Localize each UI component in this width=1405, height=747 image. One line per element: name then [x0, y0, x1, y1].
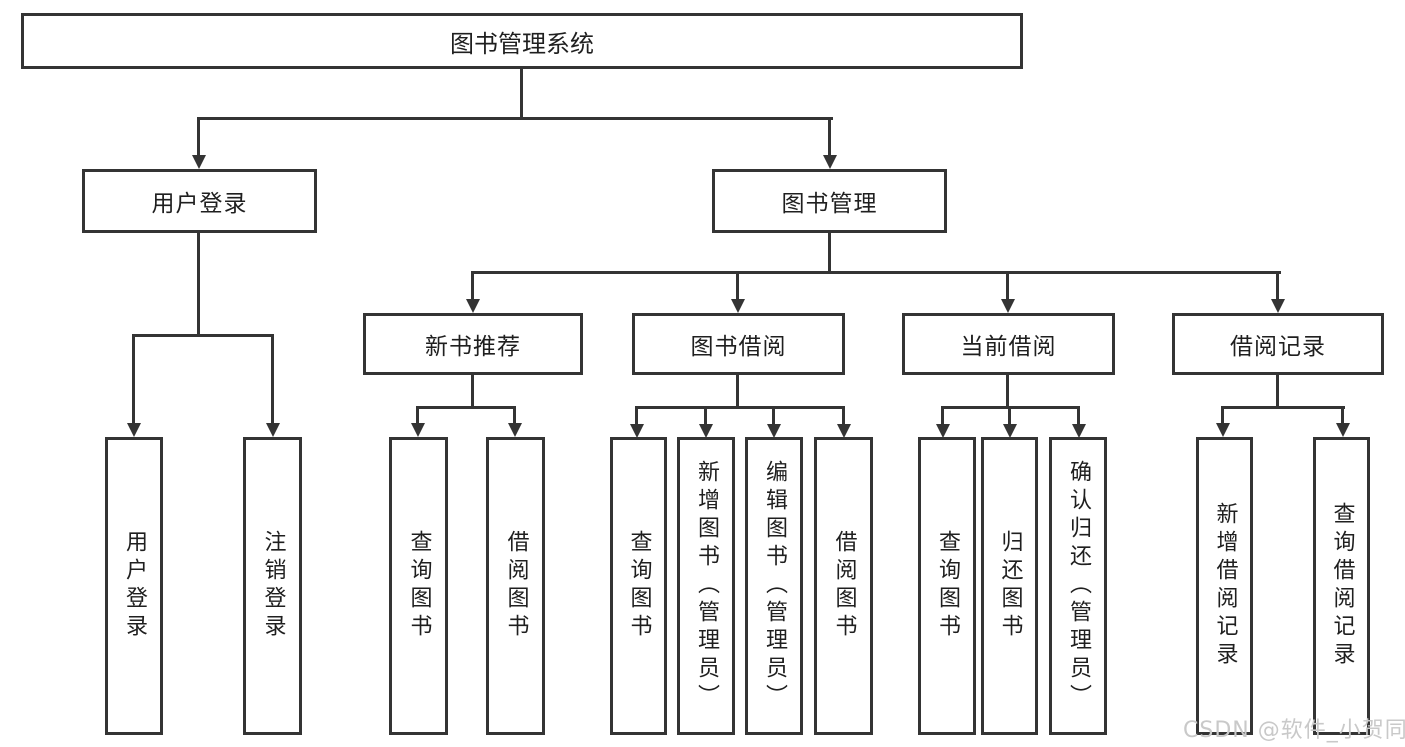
connector-line [772, 406, 775, 424]
leaf-label: 查询图书 [935, 530, 960, 642]
leaf-query-books-borrow: 查询图书 [610, 437, 667, 735]
connector-line [635, 406, 638, 424]
connector-line [842, 406, 845, 424]
leaf-query-borrow-record: 查询借阅记录 [1313, 437, 1370, 735]
connector-line [941, 406, 944, 424]
leaf-label: 新增图书（管理员） [694, 460, 719, 712]
leaf-label: 注销登录 [260, 530, 286, 642]
connector-line [1221, 406, 1345, 409]
connector-line [132, 334, 274, 337]
leaf-label: 编辑图书（管理员） [762, 460, 787, 712]
leaf-query-books-current: 查询图书 [918, 437, 976, 735]
node-label: 图书管理系统 [450, 29, 594, 58]
arrow-down-icon [1001, 299, 1015, 313]
arrow-down-icon [1336, 423, 1350, 437]
leaf-label: 新增借阅记录 [1212, 502, 1238, 670]
leaf-logout: 注销登录 [243, 437, 302, 735]
connector-line [132, 334, 135, 424]
node-new-book-recommend: 新书推荐 [363, 313, 583, 375]
arrow-down-icon [630, 424, 644, 438]
connector-line [471, 271, 474, 300]
arrow-down-icon [837, 424, 851, 438]
arrow-down-icon [699, 424, 713, 438]
connector-line [416, 406, 516, 409]
node-label: 图书借阅 [690, 334, 787, 360]
leaf-label: 借阅图书 [503, 530, 529, 642]
connector-line [635, 406, 845, 409]
arrow-down-icon [1003, 424, 1017, 438]
leaf-add-borrow-record: 新增借阅记录 [1196, 437, 1253, 735]
arrow-down-icon [1072, 424, 1086, 438]
leaf-label: 查询图书 [406, 530, 432, 642]
connector-line [828, 233, 831, 274]
node-label: 借阅记录 [1230, 334, 1326, 360]
connector-line [1008, 406, 1011, 424]
connector-line [197, 117, 833, 120]
arrow-down-icon [1271, 299, 1285, 313]
connector-line [471, 271, 1281, 274]
connector-line [736, 375, 739, 409]
leaf-borrow-books: 借阅图书 [814, 437, 873, 735]
connector-line [1276, 375, 1279, 409]
leaf-query-books-recommend: 查询图书 [389, 437, 448, 735]
connector-line [471, 375, 474, 409]
connector-line [1006, 375, 1009, 409]
node-current-borrow: 当前借阅 [902, 313, 1115, 375]
arrow-down-icon [767, 424, 781, 438]
connector-line [828, 117, 831, 157]
connector-line [1077, 406, 1080, 424]
leaf-confirm-return-admin: 确认归还（管理员） [1049, 437, 1107, 735]
node-label: 用户登录 [151, 191, 248, 217]
arrow-down-icon [192, 155, 206, 169]
leaf-label: 确认归还（管理员） [1066, 460, 1091, 712]
node-library-system: 图书管理系统 [21, 13, 1023, 69]
leaf-label: 借阅图书 [831, 530, 857, 642]
arrow-down-icon [411, 423, 425, 437]
node-label: 新书推荐 [425, 334, 521, 360]
connector-line [1276, 271, 1279, 300]
node-book-management: 图书管理 [712, 169, 947, 233]
leaf-borrow-books-recommend: 借阅图书 [486, 437, 545, 735]
node-label: 图书管理 [781, 191, 878, 217]
leaf-edit-books-admin: 编辑图书（管理员） [745, 437, 803, 735]
arrow-down-icon [823, 155, 837, 169]
connector-line [1341, 406, 1344, 424]
arrow-down-icon [466, 299, 480, 313]
node-book-borrow: 图书借阅 [632, 313, 845, 375]
leaf-return-books: 归还图书 [981, 437, 1038, 735]
connector-line [704, 406, 707, 424]
leaf-add-books-admin: 新增图书（管理员） [677, 437, 735, 735]
node-label: 当前借阅 [960, 334, 1057, 360]
arrow-down-icon [508, 423, 522, 437]
connector-line [513, 406, 516, 424]
connector-line [416, 406, 419, 424]
leaf-label: 归还图书 [997, 530, 1023, 642]
connector-line [197, 117, 200, 157]
arrow-down-icon [1216, 423, 1230, 437]
node-user-login: 用户登录 [82, 169, 317, 233]
arrow-down-icon [731, 299, 745, 313]
arrow-down-icon [936, 424, 950, 438]
arrow-down-icon [266, 423, 280, 437]
leaf-user-login: 用户登录 [105, 437, 163, 735]
arrow-down-icon [127, 423, 141, 437]
connector-line [1221, 406, 1224, 424]
connector-line [1006, 271, 1009, 300]
csdn-watermark: CSDN @软件_小贺同学 [1183, 718, 1405, 743]
connector-line [271, 334, 274, 424]
connector-line [736, 271, 739, 300]
leaf-label: 用户登录 [122, 530, 147, 642]
leaf-label: 查询借阅记录 [1329, 502, 1355, 670]
connector-line [520, 66, 523, 120]
node-borrow-record: 借阅记录 [1172, 313, 1384, 375]
leaf-label: 查询图书 [626, 530, 652, 642]
connector-line [197, 233, 200, 337]
